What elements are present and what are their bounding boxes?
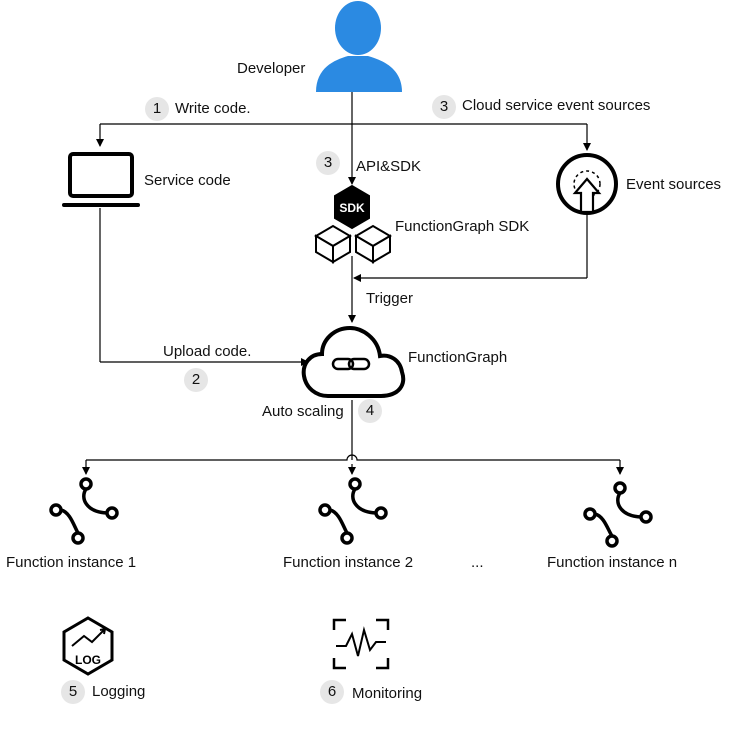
- log-icon: [62, 616, 114, 676]
- service-code-label: Service code: [144, 172, 231, 189]
- ellipsis-label: ...: [471, 554, 484, 571]
- functiongraph-label: FunctionGraph: [408, 349, 508, 366]
- step-6-badge: 6: [320, 680, 344, 704]
- write-code-label: Write code.: [175, 100, 251, 117]
- developer-label: Developer: [237, 60, 306, 77]
- developer-icon: [316, 1, 402, 92]
- step-2-badge: 2: [184, 368, 208, 392]
- event-sources-label: Event sources: [626, 176, 722, 193]
- step-5-badge: 5: [61, 680, 85, 704]
- sdk-box-label: SDK: [339, 201, 365, 215]
- step-1-badge: 1: [145, 97, 169, 121]
- function-instance-1-icon: [49, 477, 119, 545]
- sdk-cubes-icon: [314, 184, 392, 264]
- step-4-badge: 4: [358, 399, 382, 423]
- cloud-service-event-sources-label: Cloud service event sources: [462, 97, 651, 114]
- monitor-icon: [62, 152, 140, 207]
- step-3-cloud-badge: 3: [432, 95, 456, 119]
- function-instance-n-icon: [583, 481, 653, 548]
- function-instance-2-icon: [318, 477, 388, 545]
- function-instance-1-label: Function instance 1: [6, 554, 137, 571]
- functiongraph-sdk-label: FunctionGraph SDK: [395, 218, 530, 235]
- functiongraph-cloud-icon: [301, 325, 406, 398]
- auto-scaling-label: Auto scaling: [262, 403, 344, 420]
- api-sdk-label: API&SDK: [356, 158, 422, 175]
- upload-code-label: Upload code.: [163, 343, 252, 360]
- function-instance-n-label: Function instance n: [547, 554, 678, 571]
- function-instance-2-label: Function instance 2: [283, 554, 414, 571]
- log-icon-text: LOG: [75, 653, 101, 667]
- step-3-api-badge: 3: [316, 151, 340, 175]
- monitoring-label: Monitoring: [352, 685, 423, 702]
- connectors: [82, 92, 624, 475]
- monitoring-icon: [332, 618, 390, 670]
- trigger-label: Trigger: [366, 290, 413, 307]
- logging-label: Logging: [92, 683, 146, 700]
- event-sources-icon: [556, 153, 618, 215]
